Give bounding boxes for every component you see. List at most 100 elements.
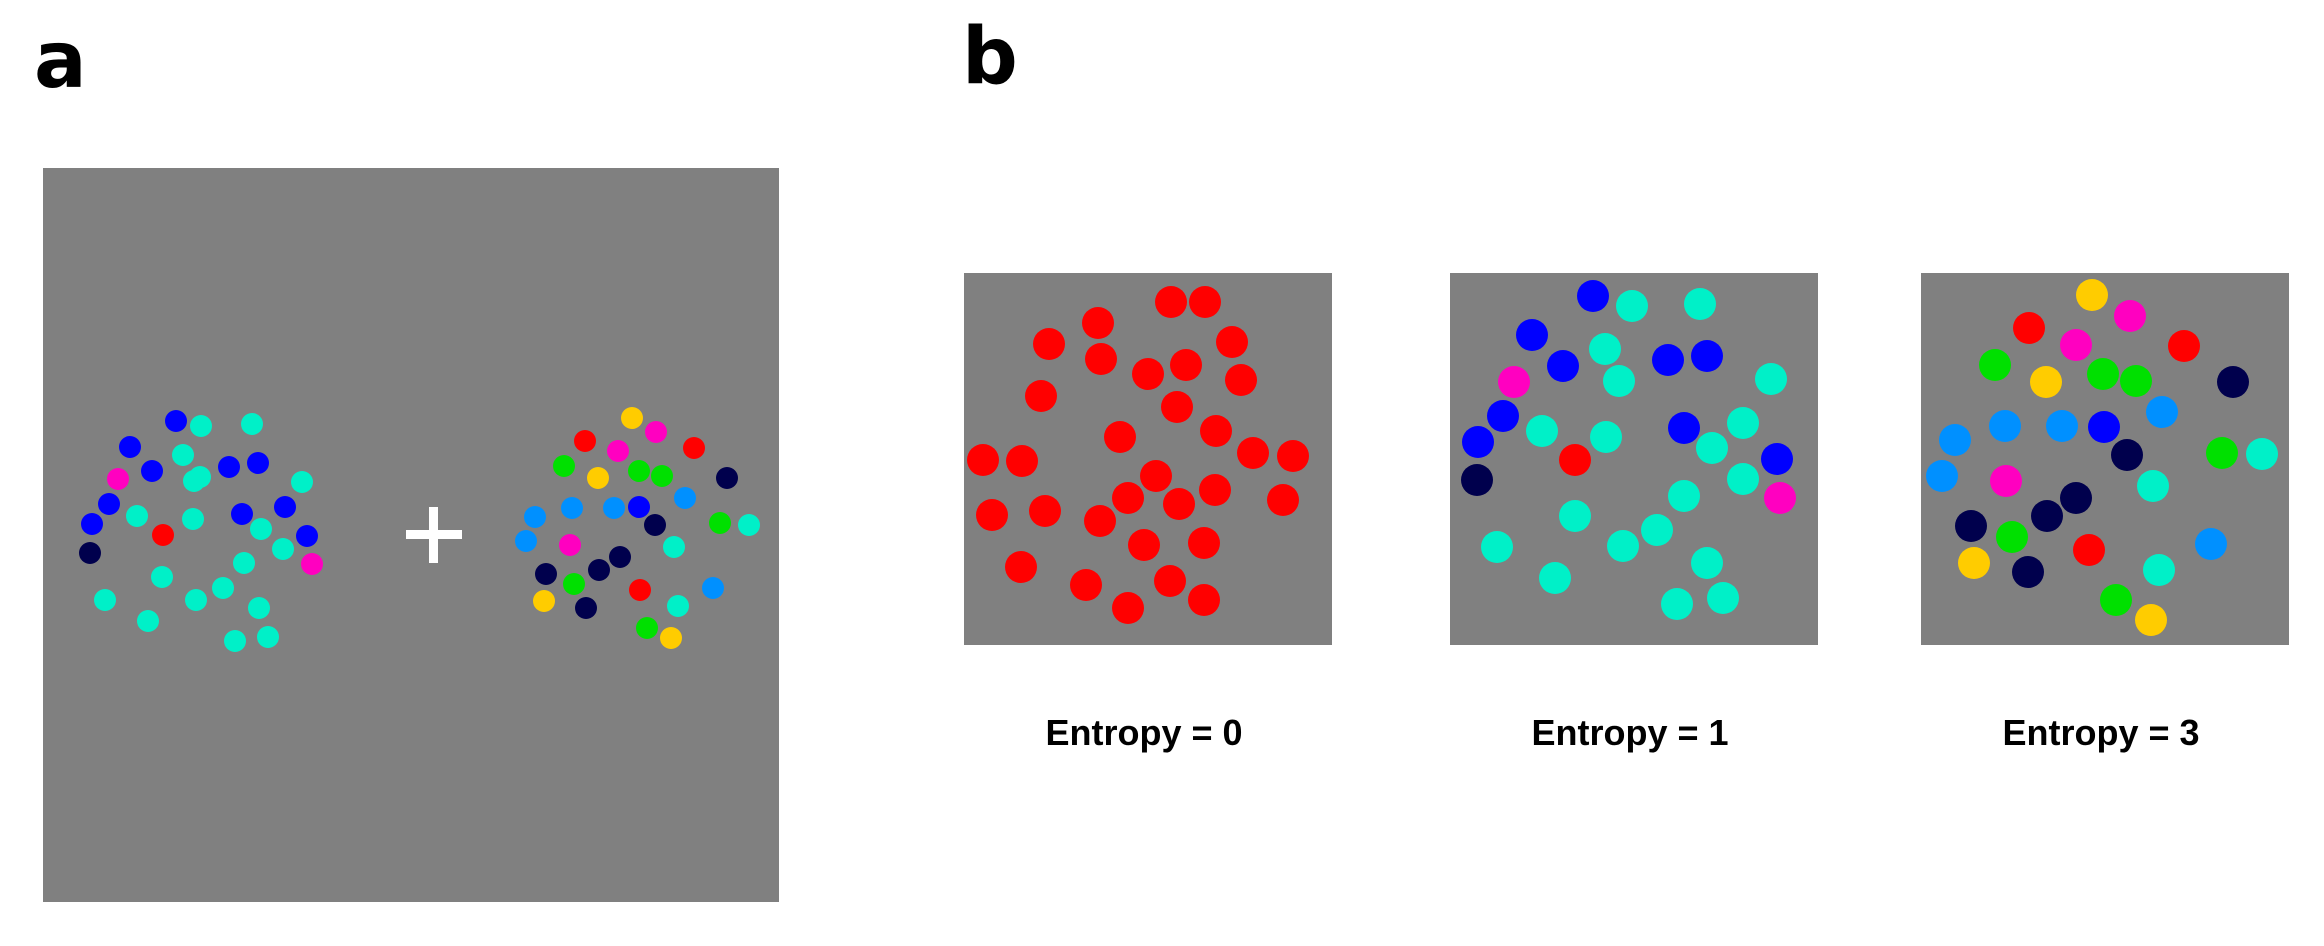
green-dot bbox=[1996, 521, 2028, 553]
entropy-3-dots bbox=[1926, 279, 2278, 636]
red-dot bbox=[683, 437, 705, 459]
red-dot bbox=[2168, 330, 2200, 362]
red-dot bbox=[574, 430, 596, 452]
blue-dot bbox=[1691, 340, 1723, 372]
blue-dot bbox=[141, 460, 163, 482]
cyan-dot bbox=[212, 577, 234, 599]
cyan-dot bbox=[182, 508, 204, 530]
blue-dot bbox=[1577, 280, 1609, 312]
green-dot bbox=[553, 455, 575, 477]
red-dot bbox=[1112, 482, 1144, 514]
cyan-dot bbox=[1526, 415, 1558, 447]
red-dot bbox=[976, 499, 1008, 531]
cyan-dot bbox=[1661, 588, 1693, 620]
navy-dot bbox=[2111, 439, 2143, 471]
azure-dot bbox=[561, 497, 583, 519]
cyan-dot bbox=[667, 595, 689, 617]
blue-dot bbox=[274, 496, 296, 518]
blue-dot bbox=[1761, 443, 1793, 475]
magenta-dot bbox=[607, 440, 629, 462]
cyan-dot bbox=[738, 514, 760, 536]
magenta-dot bbox=[1498, 366, 1530, 398]
blue-dot bbox=[1462, 426, 1494, 458]
red-dot bbox=[1006, 445, 1038, 477]
cyan-dot bbox=[1641, 514, 1673, 546]
cyan-dot bbox=[1590, 421, 1622, 453]
red-dot bbox=[1225, 364, 1257, 396]
green-dot bbox=[636, 617, 658, 639]
azure-dot bbox=[1939, 424, 1971, 456]
trial-display bbox=[43, 168, 779, 902]
navy-dot bbox=[716, 467, 738, 489]
azure-dot bbox=[2195, 528, 2227, 560]
cyan-dot bbox=[183, 470, 205, 492]
green-dot bbox=[2100, 584, 2132, 616]
navy-dot bbox=[79, 542, 101, 564]
entropy-0-dots bbox=[967, 286, 1309, 624]
entropy-1-label: Entropy = 1 bbox=[1531, 712, 1729, 753]
yellow-dot bbox=[533, 590, 555, 612]
cyan-dot bbox=[126, 505, 148, 527]
navy-dot bbox=[644, 514, 666, 536]
navy-dot bbox=[2012, 556, 2044, 588]
red-dot bbox=[1029, 495, 1061, 527]
cyan-dot bbox=[151, 566, 173, 588]
navy-dot bbox=[588, 559, 610, 581]
blue-dot bbox=[247, 452, 269, 474]
cyan-dot bbox=[1707, 582, 1739, 614]
red-dot bbox=[1188, 527, 1220, 559]
cyan-dot bbox=[1539, 562, 1571, 594]
red-dot bbox=[1128, 529, 1160, 561]
red-dot bbox=[1559, 444, 1591, 476]
blue-dot bbox=[1516, 319, 1548, 351]
blue-dot bbox=[1547, 350, 1579, 382]
red-dot bbox=[1005, 551, 1037, 583]
red-dot bbox=[1199, 474, 1231, 506]
blue-dot bbox=[628, 496, 650, 518]
green-dot bbox=[628, 460, 650, 482]
magenta-dot bbox=[645, 421, 667, 443]
navy-dot bbox=[609, 546, 631, 568]
red-dot bbox=[1163, 488, 1195, 520]
blue-dot bbox=[81, 513, 103, 535]
yellow-dot bbox=[2030, 366, 2062, 398]
entropy-0-label: Entropy = 0 bbox=[1045, 712, 1243, 753]
magenta-dot bbox=[1990, 465, 2022, 497]
trial-dot-arrays bbox=[79, 407, 760, 652]
red-dot bbox=[629, 579, 651, 601]
green-dot bbox=[2120, 365, 2152, 397]
red-dot bbox=[1188, 584, 1220, 616]
navy-dot bbox=[535, 563, 557, 585]
red-dot bbox=[1200, 415, 1232, 447]
blue-dot bbox=[218, 456, 240, 478]
blue-dot bbox=[119, 436, 141, 458]
cyan-dot bbox=[94, 589, 116, 611]
azure-dot bbox=[1989, 410, 2021, 442]
panel-b-letter: b bbox=[962, 12, 1018, 102]
cyan-dot bbox=[190, 415, 212, 437]
red-dot bbox=[2073, 534, 2105, 566]
red-dot bbox=[1085, 343, 1117, 375]
blue-dot bbox=[231, 503, 253, 525]
red-dot bbox=[1216, 326, 1248, 358]
cyan-dot bbox=[241, 413, 263, 435]
cyan-dot bbox=[291, 471, 313, 493]
cyan-dot bbox=[250, 518, 272, 540]
magenta-dot bbox=[301, 553, 323, 575]
blue-dot bbox=[1487, 400, 1519, 432]
panel-a-letter: a bbox=[34, 16, 87, 106]
red-dot bbox=[152, 524, 174, 546]
magenta-dot bbox=[107, 468, 129, 490]
cyan-dot bbox=[272, 538, 294, 560]
red-dot bbox=[1033, 328, 1065, 360]
red-dot bbox=[1155, 286, 1187, 318]
entropy-3-label: Entropy = 3 bbox=[2002, 712, 2200, 753]
navy-dot bbox=[2031, 500, 2063, 532]
azure-dot bbox=[2146, 396, 2178, 428]
green-dot bbox=[2087, 358, 2119, 390]
cyan-dot bbox=[1668, 480, 1700, 512]
cyan-dot bbox=[2137, 470, 2169, 502]
entropy-0-example bbox=[964, 273, 1332, 645]
cyan-dot bbox=[1691, 547, 1723, 579]
navy-dot bbox=[1955, 510, 1987, 542]
